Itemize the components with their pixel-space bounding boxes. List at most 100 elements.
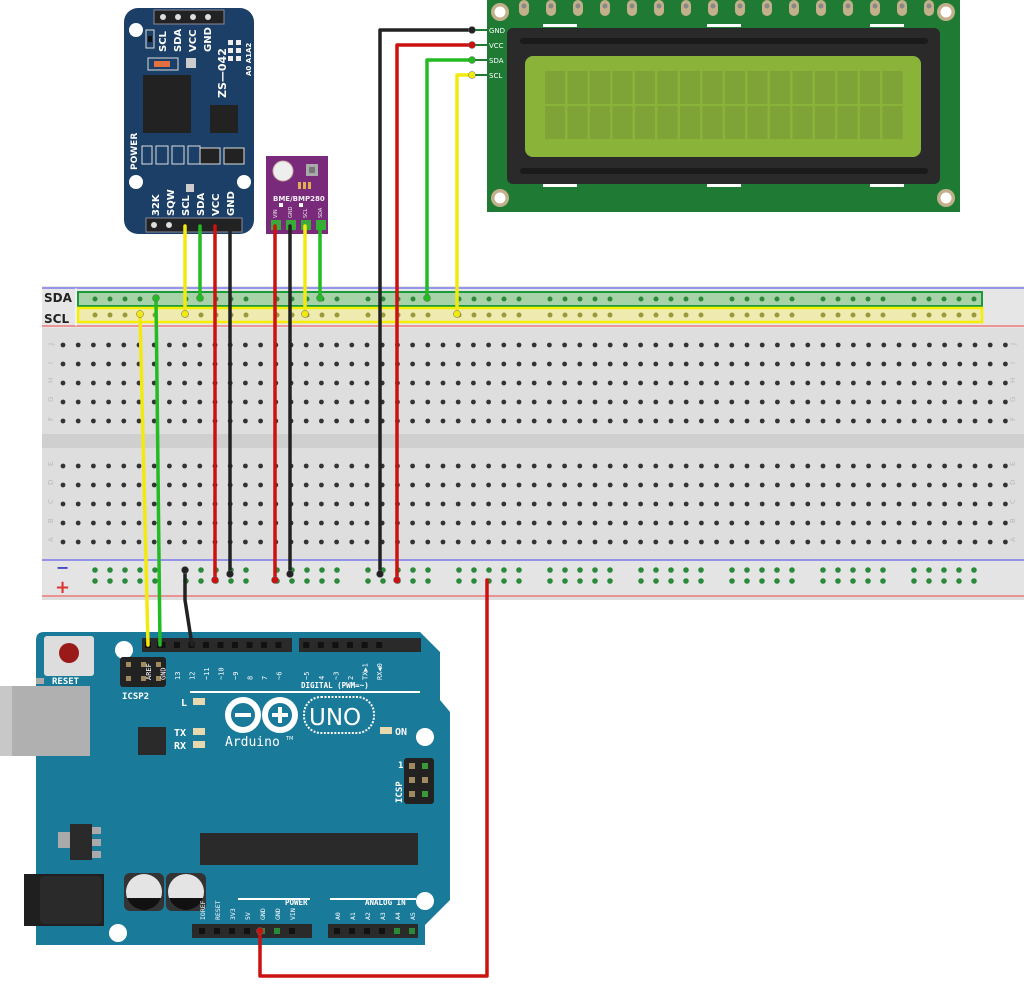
breadboard-hole (987, 380, 993, 386)
row-label: B (47, 518, 55, 523)
breadboard-hole (75, 418, 81, 424)
wire-endpoint (286, 570, 294, 578)
breadboard-hole (744, 520, 750, 526)
breadboard-hole (668, 380, 674, 386)
sda-rail-hole (653, 296, 659, 302)
breadboard-hole (881, 482, 887, 488)
breadboard-hole (106, 501, 111, 507)
sda-rail-hole (865, 296, 871, 302)
breadboard-hole (75, 539, 81, 545)
breadboard-hole (60, 361, 66, 367)
breadboard-hole (592, 399, 598, 405)
breadboard-hole (167, 520, 172, 526)
plus-rail-hole (562, 578, 568, 584)
lcd-cell (860, 71, 880, 104)
scl-rail-hole (547, 312, 553, 318)
breadboard-hole (258, 520, 263, 526)
breadboard-hole (516, 399, 522, 405)
sda-rail-hole (668, 296, 674, 302)
breadboard-hole (896, 418, 902, 424)
breadboard-hole (1003, 463, 1008, 469)
breadboard-hole (167, 361, 172, 367)
breadboard-hole (364, 342, 370, 348)
breadboard-hole (927, 418, 932, 424)
sda-rail-hole (547, 296, 553, 302)
breadboard-hole (744, 418, 750, 424)
lcd-cell (635, 71, 655, 104)
breadboard-hole (653, 539, 659, 545)
breadboard-hole (303, 380, 309, 386)
breadboard-hole (243, 539, 248, 545)
scl-rail-hole (789, 312, 795, 318)
analog-header-hole (334, 928, 340, 934)
digital-header-hole (217, 642, 224, 648)
breadboard-hole (501, 361, 507, 367)
breadboard-hole (820, 361, 826, 367)
wire-endpoint (256, 927, 264, 935)
breadboard-hole (668, 342, 674, 348)
minus-rail-hole (92, 567, 98, 573)
plus-rail-hole (334, 578, 340, 584)
breadboard-hole (410, 520, 415, 526)
breadboard-hole (942, 418, 947, 424)
breadboard-hole (319, 463, 324, 469)
breadboard-hole (653, 418, 659, 424)
breadboard-hole (334, 520, 339, 526)
breadboard-hole (167, 501, 172, 507)
breadboard-hole (683, 520, 689, 526)
wire-endpoint (393, 576, 401, 584)
breadboard-hole (729, 361, 735, 367)
minus-rail-hole (941, 567, 947, 573)
breadboard-hole (759, 361, 765, 367)
breadboard-hole (775, 539, 780, 545)
breadboard-hole (775, 501, 780, 507)
lcd-header-hole (710, 3, 716, 9)
breadboard-hole (592, 482, 598, 488)
breadboard-hole (151, 399, 157, 405)
breadboard-hole (775, 361, 780, 367)
breadboard-hole (410, 418, 415, 424)
breadboard-hole (440, 501, 446, 507)
breadboard-hole (714, 501, 719, 507)
breadboard-hole (881, 361, 887, 367)
breadboard-hole (851, 520, 856, 526)
breadboard-hole (167, 399, 172, 405)
breadboard-hole (440, 399, 446, 405)
plus-rail-hole (137, 578, 143, 584)
bme-pin-label: SDA (318, 207, 324, 218)
breadboard-hole (759, 520, 765, 526)
breadboard-hole (896, 539, 902, 545)
breadboard-hole (1003, 361, 1008, 367)
breadboard-hole (106, 361, 111, 367)
breadboard-hole (972, 418, 978, 424)
breadboard-hole (91, 418, 96, 424)
breadboard-hole (319, 520, 324, 526)
minus-rail-hole (198, 567, 204, 573)
breadboard-hole (455, 361, 461, 367)
breadboard-hole (258, 482, 263, 488)
digital-header-hole (361, 642, 368, 648)
breadboard-hole (121, 501, 127, 507)
plus-rail-hole (683, 578, 689, 584)
lcd-header-hole (899, 3, 905, 9)
breadboard-hole (547, 482, 552, 488)
lcd-cell (725, 71, 745, 104)
scl-rail-hole (759, 312, 765, 318)
breadboard-hole (577, 501, 583, 507)
breadboard-hole (987, 361, 993, 367)
scl-rail-hole (607, 312, 613, 318)
breadboard-hole (501, 501, 507, 507)
breadboard-hole (75, 501, 81, 507)
breadboard-hole (151, 482, 157, 488)
trademark: TM (285, 736, 293, 742)
breadboard-hole (790, 501, 795, 507)
breadboard-hole (623, 342, 628, 348)
digital-header-hole (275, 642, 282, 648)
breadboard-hole (790, 463, 795, 469)
sda-rail-hole (486, 296, 492, 302)
breadboard-hole (714, 520, 719, 526)
breadboard-hole (136, 418, 142, 424)
digital-pin-label: 8 (247, 676, 255, 680)
breadboard-hole (258, 361, 263, 367)
sda-rail-hole (334, 296, 340, 302)
